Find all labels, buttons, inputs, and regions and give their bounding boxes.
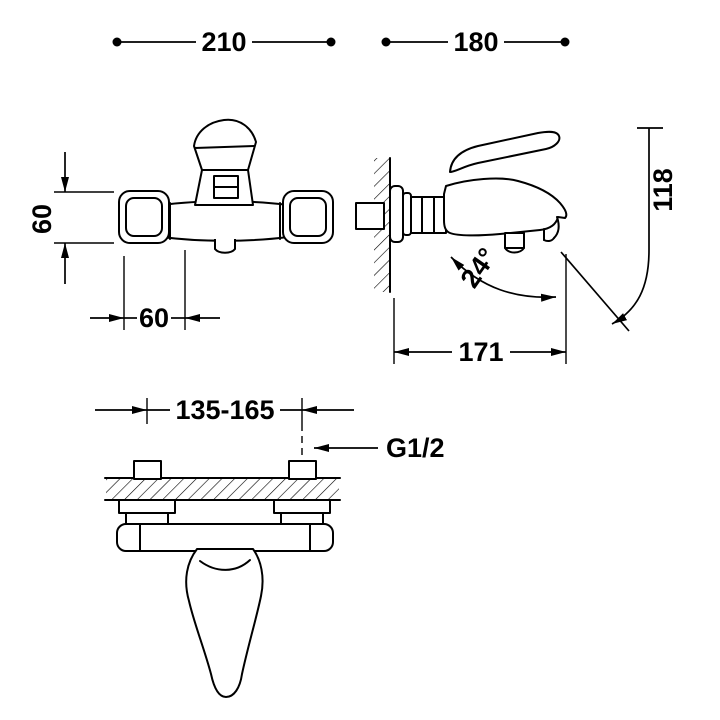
left-escutcheon xyxy=(118,190,170,244)
handle-lever-side xyxy=(449,130,561,173)
left-escutcheon-plan xyxy=(118,499,176,514)
handle-knob xyxy=(193,118,257,171)
dimension-spout-reach: 171 xyxy=(393,254,567,367)
diverter-front xyxy=(214,239,236,254)
left-supply-connection xyxy=(133,460,162,480)
right-supply-connection xyxy=(288,460,317,480)
body-cylinder xyxy=(410,196,447,234)
angle-reference-line xyxy=(560,251,630,332)
dim-spout-height-label: 118 xyxy=(648,168,678,212)
wall-hatching-plan xyxy=(106,479,339,499)
dim-side-width-label: 180 xyxy=(453,27,498,57)
body-bar-plan xyxy=(116,523,334,552)
dim-front-width-label: 210 xyxy=(201,27,246,57)
dim-spout-reach-label: 171 xyxy=(458,337,503,367)
dimension-side-width: 180 xyxy=(381,27,570,57)
dim-spout-angle-label: 24° xyxy=(455,243,503,294)
thread-callout: G1/2 xyxy=(301,424,445,472)
dimension-inlet-spacing: 135-165 xyxy=(95,395,354,425)
dim-left-offset-label: 60 xyxy=(139,303,169,333)
handle-plan xyxy=(185,548,264,698)
right-escutcheon xyxy=(282,190,334,244)
dim-inlet-spacing-label: 135-165 xyxy=(175,395,274,425)
plan-view-drawing xyxy=(104,460,341,698)
body-spout-side xyxy=(443,177,568,237)
front-view-drawing xyxy=(118,118,334,254)
dimension-body-height: 60 xyxy=(27,152,114,284)
dim-body-height-label: 60 xyxy=(27,204,57,234)
angle-arc xyxy=(450,256,557,302)
dimension-left-offset: 60 xyxy=(90,250,220,333)
dimension-spout-height: 118 xyxy=(611,127,678,325)
dimension-spout-angle: 24° xyxy=(450,243,630,332)
right-escutcheon-plan xyxy=(273,499,331,514)
dimension-front-width: 210 xyxy=(112,27,336,57)
side-escutcheon xyxy=(389,185,404,243)
supply-elbow xyxy=(355,202,385,230)
thread-label: G1/2 xyxy=(386,433,445,463)
diverter-side xyxy=(504,232,525,249)
side-view-drawing xyxy=(355,130,568,293)
